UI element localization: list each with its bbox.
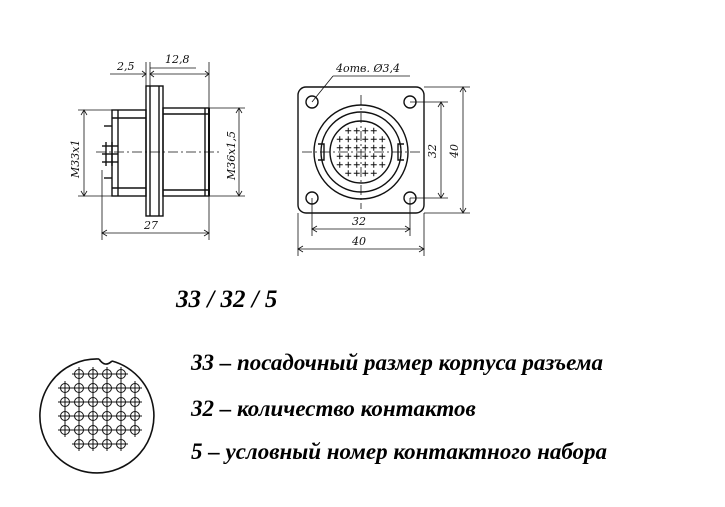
contact-pin	[370, 144, 377, 151]
contact-pin	[114, 381, 128, 395]
contact-pin	[345, 153, 352, 160]
contact-pin	[353, 144, 360, 151]
dim-hole-spacing-v-label: 32	[426, 144, 439, 158]
contact-pin	[100, 409, 114, 423]
contact-pin	[114, 437, 128, 451]
contact-pin	[379, 144, 386, 151]
layout-pin-field	[58, 367, 142, 451]
contact-pin	[336, 136, 343, 143]
contact-pin	[370, 161, 377, 168]
contact-pin	[345, 136, 352, 143]
contact-pin	[345, 127, 352, 134]
contact-pin	[353, 136, 360, 143]
legend-line-contacts: 32 – количество контактов	[191, 396, 476, 421]
contact-pin	[353, 170, 360, 177]
contact-pin	[370, 136, 377, 143]
contact-pin	[58, 409, 72, 423]
dim-length-label: 27	[143, 219, 158, 232]
dim-flange-h-label: 40	[351, 235, 366, 248]
contact-pin	[362, 161, 369, 168]
thread-rear-label: М33х1	[69, 140, 82, 179]
front-pin-field	[336, 127, 386, 177]
contact-pin	[86, 409, 100, 423]
contact-pin	[100, 437, 114, 451]
contact-pin	[379, 161, 386, 168]
contact-pin	[58, 381, 72, 395]
contact-pin	[353, 153, 360, 160]
contact-pin	[86, 395, 100, 409]
contact-pin	[128, 395, 142, 409]
contact-pin	[128, 381, 142, 395]
dim-hole-spacing-h-label: 32	[352, 215, 366, 228]
contact-pin	[345, 161, 352, 168]
contact-pin	[128, 409, 142, 423]
contact-pin	[86, 423, 100, 437]
dim-body-label: 12,8	[165, 53, 190, 66]
contact-pin	[58, 395, 72, 409]
contact-pin	[370, 170, 377, 177]
contact-pin	[362, 127, 369, 134]
legend-line-size: 33 – посадочный размер корпуса разъема	[191, 350, 604, 375]
contact-pin	[370, 127, 377, 134]
contact-pin	[72, 437, 86, 451]
designation-code: 33 / 32 / 5	[176, 286, 278, 313]
contact-pin	[114, 423, 128, 437]
holes-note-label: 4отв. Ø3,4	[335, 62, 400, 75]
contact-pin	[362, 153, 369, 160]
contact-pin	[370, 153, 377, 160]
pin-layout-diagram	[39, 358, 155, 474]
contact-pin	[336, 153, 343, 160]
contact-pin	[379, 153, 386, 160]
contact-pin	[86, 367, 100, 381]
contact-pin	[353, 161, 360, 168]
thread-front-label: М36х1,5	[225, 131, 238, 181]
contact-pin	[128, 423, 142, 437]
contact-pin	[100, 381, 114, 395]
contact-pin	[362, 170, 369, 177]
contact-pin	[100, 367, 114, 381]
contact-pin	[114, 395, 128, 409]
contact-pin	[345, 144, 352, 151]
contact-pin	[362, 136, 369, 143]
contact-pin	[72, 381, 86, 395]
contact-pin	[336, 161, 343, 168]
front-view: 4отв. Ø3,4 32 40 32 40	[297, 62, 470, 256]
contact-pin	[114, 367, 128, 381]
contact-pin	[86, 437, 100, 451]
contact-pin	[86, 381, 100, 395]
contact-pin	[72, 395, 86, 409]
contact-pin	[72, 367, 86, 381]
contact-pin	[100, 423, 114, 437]
contact-pin	[114, 409, 128, 423]
contact-pin	[336, 144, 343, 151]
contact-pin	[353, 127, 360, 134]
contact-pin	[379, 136, 386, 143]
contact-pin	[58, 423, 72, 437]
contact-pin	[345, 170, 352, 177]
side-view: 2,5 12,8 27 М33х1 М36х1,5	[69, 53, 245, 240]
contact-pin	[72, 423, 86, 437]
dim-flange-label: 2,5	[116, 60, 135, 73]
dim-flange-v-label: 40	[448, 144, 461, 159]
contact-pin	[362, 144, 369, 151]
contact-pin	[100, 395, 114, 409]
legend-line-set: 5 – условный номер контактного набора	[191, 439, 608, 464]
contact-pin	[72, 409, 86, 423]
